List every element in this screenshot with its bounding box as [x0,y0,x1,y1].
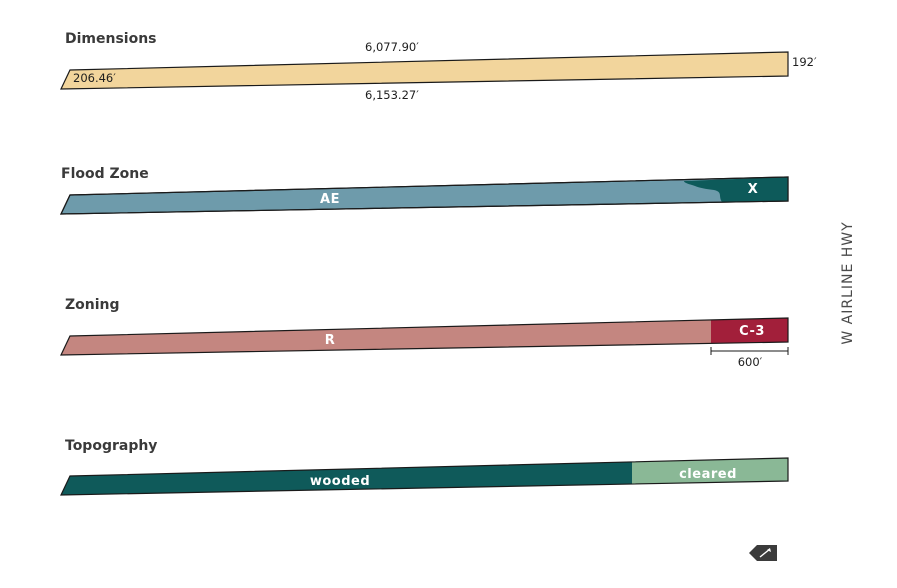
flood-zone-section: Flood Zone AE X [60,166,789,215]
topography-outline [60,457,789,496]
dimensions-section: Dimensions 6,077.90′ 6,153.27′ 206.46′ 1… [60,31,817,102]
zoning-section: Zoning R C-3 600′ [60,297,789,369]
topography-cleared-area [632,458,788,484]
zoning-c3-label: C-3 [739,324,765,339]
zoning-title: Zoning [65,297,120,313]
flood-zone-ae-area [60,176,789,215]
zoning-outline [60,317,789,356]
topography-title: Topography [65,438,157,454]
parcel-outline [60,51,789,90]
right-width-label: 192′ [792,55,817,69]
flood-zone-outline [60,176,789,215]
flood-zone-ae-label: AE [320,192,340,207]
road-label: W AIRLINE HWY [840,221,856,344]
topography-section: Topography wooded cleared [60,438,789,496]
north-arrow-icon [749,545,777,561]
flood-zone-x-area [684,177,788,202]
topography-wooded-label: wooded [310,474,370,489]
c3-depth-label: 600′ [738,355,763,369]
dimensions-title: Dimensions [65,31,157,47]
left-width-label: 206.46′ [73,71,116,85]
c3-depth-dimension: 600′ [710,347,789,369]
zoning-r-area [61,320,711,355]
zoning-r-label: R [325,333,336,348]
flood-zone-x-label: X [748,182,759,197]
flood-zone-title: Flood Zone [61,166,149,182]
bottom-length-label: 6,153.27′ [365,88,419,102]
top-length-label: 6,077.90′ [365,40,419,54]
zoning-c3-area [711,318,788,343]
topography-cleared-label: cleared [679,467,737,482]
